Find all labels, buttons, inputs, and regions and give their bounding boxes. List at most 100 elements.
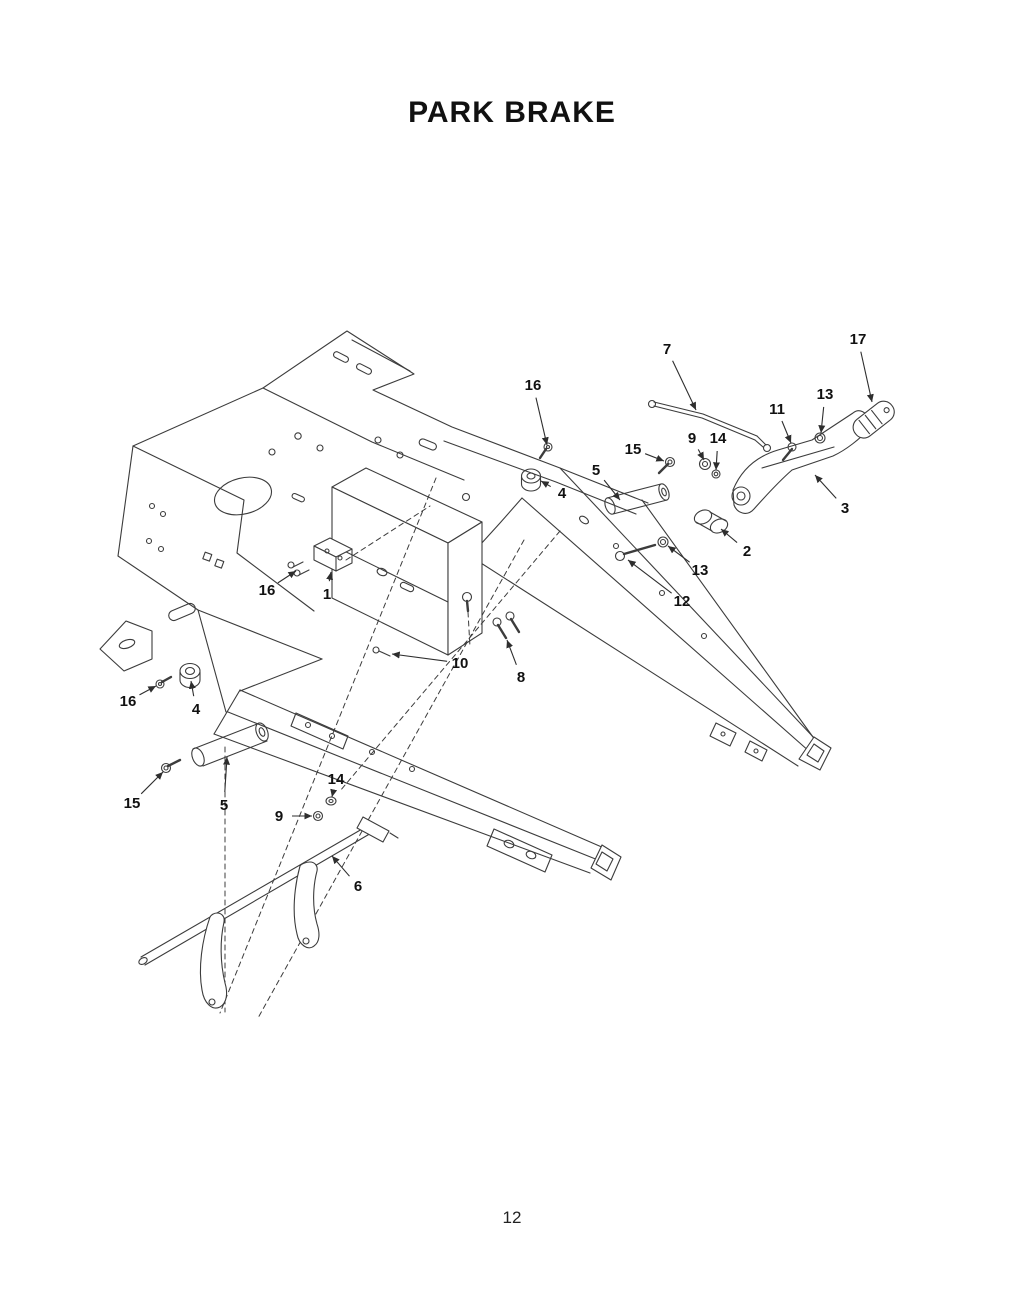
callout-leader-line (603, 479, 621, 501)
callout-number: 4 (558, 485, 567, 502)
callout-leader-line (331, 855, 350, 877)
callout-number: 3 (841, 500, 849, 517)
callout-17: 17 (850, 331, 874, 403)
hub-spacer (693, 509, 713, 525)
callout-number: 15 (625, 441, 642, 458)
callout-leader-line (720, 528, 738, 544)
callout-leader-line (391, 651, 448, 662)
washer (325, 796, 337, 806)
lower-rail (213, 689, 622, 881)
page-number: 12 (502, 1208, 522, 1227)
rod-end (762, 443, 772, 453)
callout-5: 5 (220, 756, 231, 814)
callout-leader-line (326, 571, 334, 582)
bolt (160, 762, 172, 774)
callout-16: 16 (120, 685, 157, 710)
callout-number: 15 (124, 795, 141, 812)
frame-plate (99, 330, 649, 713)
callout-number: 14 (710, 430, 727, 447)
callout-16: 16 (259, 570, 297, 599)
washer (312, 810, 324, 822)
park-brake-rod (138, 816, 399, 1009)
nut (814, 432, 826, 444)
upper-hardware (287, 442, 676, 657)
callout-9: 9 (688, 430, 705, 461)
callout-leader-line (667, 545, 690, 563)
callout-number: 11 (769, 401, 785, 418)
callout-leader-line (540, 480, 551, 488)
callout-15: 15 (625, 441, 665, 462)
bolt (505, 611, 515, 621)
page-title: PARK BRAKE (408, 96, 616, 129)
callout-7: 7 (663, 341, 697, 411)
callout-15: 15 (124, 771, 164, 812)
callout-leader-line (860, 351, 874, 403)
callout-5: 5 (592, 462, 621, 501)
callout-number: 10 (452, 655, 469, 672)
lower-hardware (155, 662, 337, 822)
callout-number: 2 (743, 543, 751, 560)
callout-leader-line (223, 756, 231, 793)
callout-2: 2 (720, 528, 751, 560)
callout-leader-line (139, 685, 157, 696)
callout-8: 8 (506, 639, 525, 686)
callout-number: 5 (220, 797, 228, 814)
callout-number: 5 (592, 462, 600, 479)
callout-number: 16 (120, 693, 137, 710)
callout-leader-line (330, 788, 338, 798)
callout-1: 1 (323, 571, 334, 603)
callout-leader-line (712, 450, 720, 471)
callout-leader-line (814, 474, 837, 499)
projection-lines (219, 477, 561, 1019)
battery-box (331, 467, 483, 656)
spacer-tube (192, 723, 268, 767)
callout-13: 13 (817, 386, 834, 434)
callout-leader-line (140, 771, 164, 795)
upper-rail (469, 467, 832, 771)
callout-number: 13 (817, 386, 834, 403)
bolt (664, 456, 676, 468)
callout-number: 12 (674, 593, 691, 610)
callout-number: 8 (517, 669, 525, 686)
callout-leader-line (672, 360, 697, 411)
callout-leader-line (781, 420, 792, 444)
callout-4: 4 (188, 680, 201, 718)
callout-11: 11 (769, 401, 792, 444)
screw (287, 561, 295, 569)
callout-leader-line (644, 453, 665, 462)
callout-number: 6 (354, 878, 362, 895)
bolt (787, 442, 797, 452)
callout-number: 9 (275, 808, 283, 825)
callout-14: 14 (328, 771, 345, 798)
callout-leader-line (535, 397, 549, 446)
callout-6: 6 (331, 855, 362, 895)
callout-16: 16 (525, 377, 549, 446)
bolt (155, 679, 165, 689)
callout-leader-line (818, 406, 826, 434)
callout-10: 10 (391, 651, 469, 672)
callout-number: 13 (692, 562, 709, 579)
brake-lever-assembly (647, 399, 895, 534)
callout-leader-line (277, 570, 297, 584)
washer (698, 457, 712, 471)
screw (372, 646, 380, 654)
spacer (520, 468, 542, 484)
callout-3: 3 (814, 474, 849, 517)
lever-grip (852, 400, 895, 439)
callout-leader-line (627, 559, 672, 594)
bolt (492, 617, 502, 627)
washer (711, 469, 721, 479)
callout-number: 17 (850, 331, 867, 348)
callout-number: 16 (259, 582, 276, 599)
callout-number: 7 (663, 341, 671, 358)
callout-9: 9 (275, 808, 312, 825)
callout-4: 4 (540, 480, 567, 502)
callout-13: 13 (667, 545, 709, 579)
callout-12: 12 (627, 559, 691, 610)
bolt (614, 550, 626, 562)
nut (657, 536, 669, 548)
callout-number: 1 (323, 586, 331, 603)
